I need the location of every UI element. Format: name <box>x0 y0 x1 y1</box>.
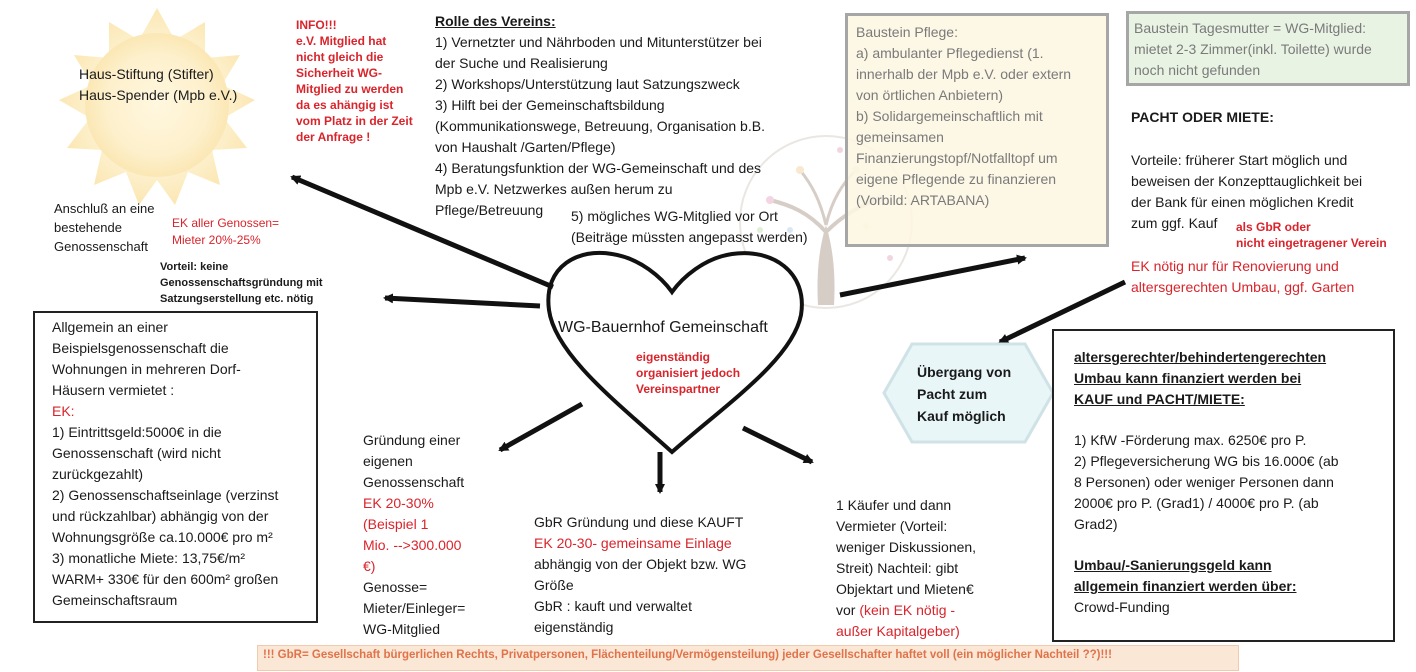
stifter-line-2: Haus-Spender (Mpb e.V.) <box>79 87 238 103</box>
arrow-to-pflege <box>839 254 1027 298</box>
pacht-gbr-note: als GbR oder nicht eingetragener Verein <box>1236 220 1387 250</box>
baustein-tagesmutter-box: Baustein Tagesmutter = WG-Mitglied: miet… <box>1126 11 1410 86</box>
arrow-to-anschluss <box>383 293 541 309</box>
pacht-title: PACHT ODER MIETE: <box>1131 109 1274 125</box>
umbau-finanzierung-box: altersgerechter/behindertengerechten Umb… <box>1052 329 1395 642</box>
arrow-to-hexagon <box>998 279 1127 345</box>
stifter-text: Haus-Stiftung (Stifter) Haus-Spender (Mp… <box>79 64 237 106</box>
ek-label: EK: <box>52 403 75 419</box>
rolle-title: Rolle des Vereins: <box>435 13 556 29</box>
pacht-ek-note: EK nötig nur für Renovierung und altersg… <box>1131 258 1355 295</box>
heart-subtitle: eigenständig organisiert jedoch Vereinsp… <box>636 350 741 396</box>
kaeufer-vermieter: 1 Käufer und dann Vermieter (Vorteil: we… <box>836 497 977 639</box>
gruendung-genossenschaft: Gründung einer eigenen Genossenschaft EK… <box>363 432 466 637</box>
arrow-to-gruendung <box>498 401 584 453</box>
stifter-line-1: Haus-Stiftung (Stifter) <box>79 66 214 82</box>
gbr-kauft: GbR Gründung und diese KAUFT EK 20-30- g… <box>534 514 747 635</box>
info-note: INFO!!! e.V. Mitglied hat nicht gleich d… <box>296 18 413 144</box>
anschluss-vorteil: Vorteil: keine Genossenschaftsgründung m… <box>160 261 323 305</box>
transition-hexagon <box>882 342 1055 444</box>
heart-shape <box>546 250 804 455</box>
arrow-to-info <box>290 174 554 290</box>
arrow-to-kaeufer <box>741 425 814 465</box>
gbr-footer-note: !!! GbR= Gesellschaft bürgerlichen Recht… <box>257 645 1239 671</box>
anschluss-genossenschaft: Anschluß an eine bestehende Genossenscha… <box>54 201 155 254</box>
anschluss-ek-note: EK aller Genossen= Mieter 20%-25% <box>172 216 280 247</box>
baustein-pflege-box: Baustein Pflege: a) ambulanter Pflegedie… <box>845 13 1109 247</box>
rolle-des-vereins: Rolle des Vereins: 1) Vernetzter und Näh… <box>435 13 765 218</box>
rolle-item-5: 5) mögliches WG-Mitglied vor Ort (Beiträ… <box>571 208 808 245</box>
hexagon-text: Übergang von Pacht zum Kauf möglich <box>917 364 1012 424</box>
pacht-oder-miete: PACHT ODER MIETE: Vorteile: früherer Sta… <box>1131 109 1363 231</box>
heart-title: WG-Bauernhof Gemeinschaft <box>558 319 768 336</box>
beispiel-genossenschaft-box: Allgemein an einer Beispielsgenossenscha… <box>33 311 318 623</box>
sun-illustration <box>59 8 255 205</box>
